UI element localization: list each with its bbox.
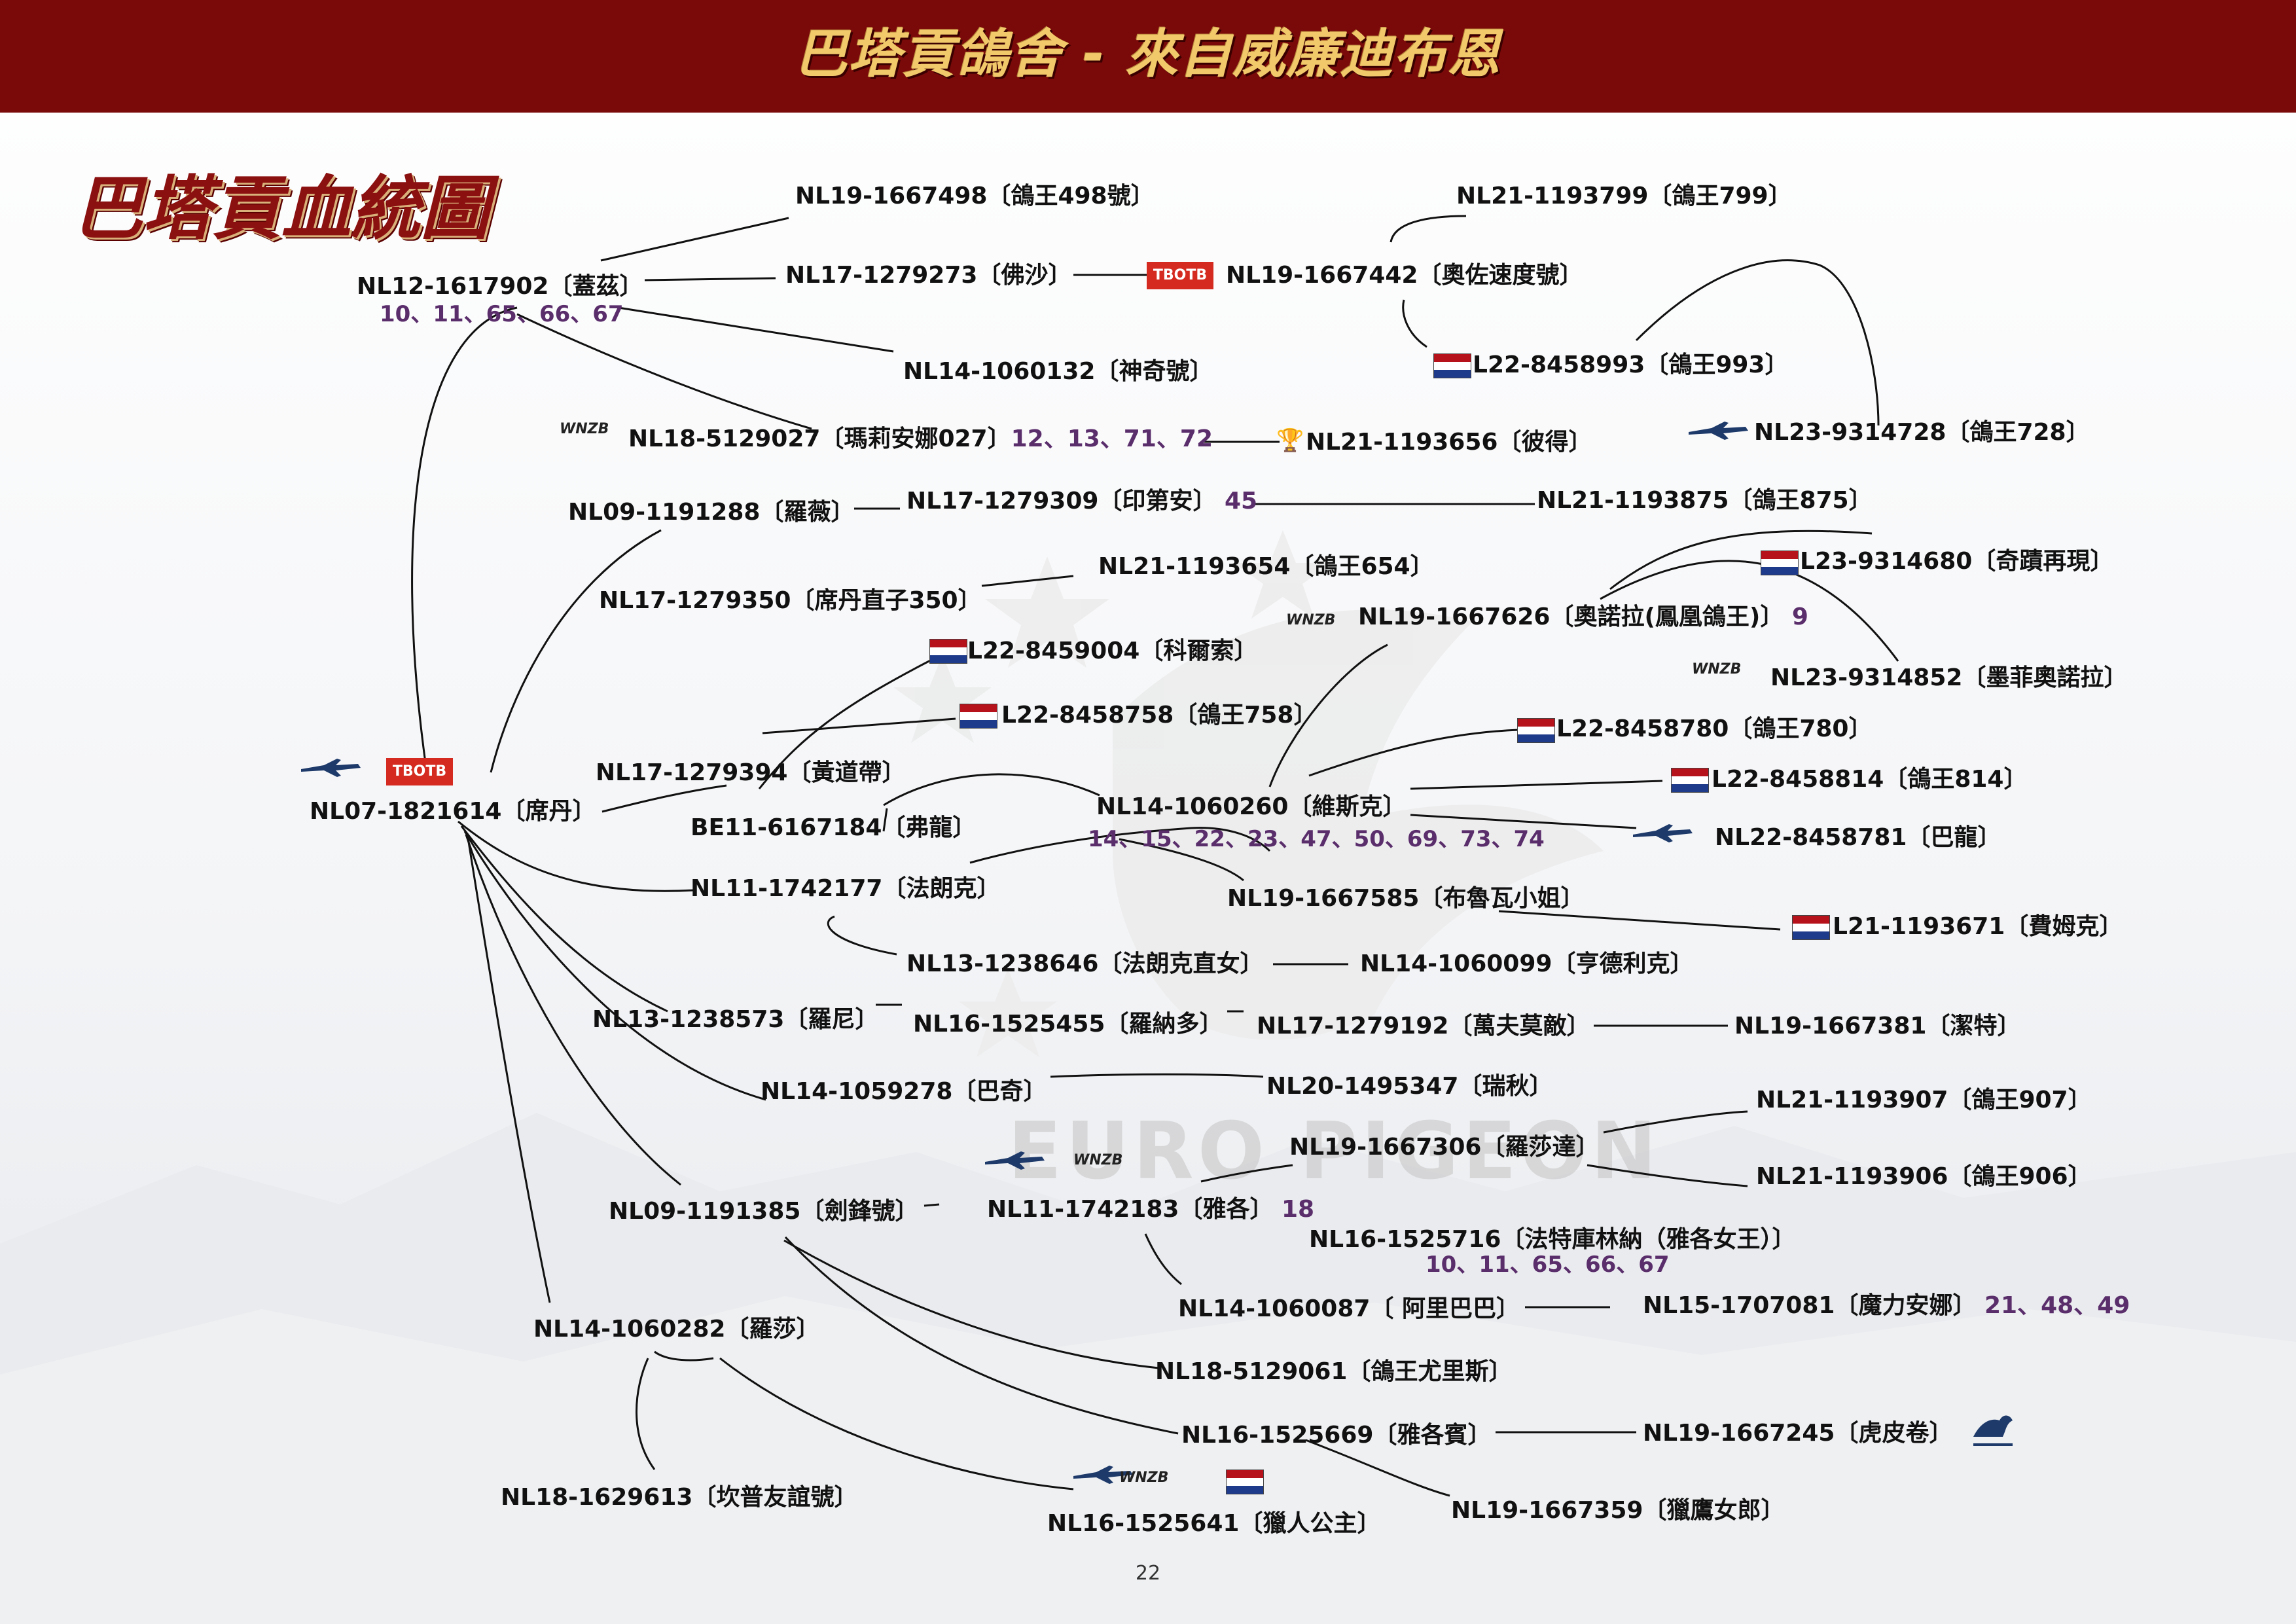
pedigree-node: L22-8458993〔鴿王993〕 xyxy=(1473,352,1789,378)
pedigree-node: NL21-1193875〔鴿王875〕 xyxy=(1537,487,1873,514)
header-title: 巴塔貢鴿舍 - 來自威廉迪布恩 xyxy=(795,24,1501,84)
pedigree-node: NL17-1279394〔黃道帶〕 xyxy=(596,759,906,786)
wnzb-badge: WNZB xyxy=(1119,1470,1169,1486)
pedigree-node: NL23-9314852〔墨菲奧諾拉〕 xyxy=(1770,664,2128,691)
pedigree-node: NL09-1191288〔羅薇〕 xyxy=(568,499,855,526)
flag-icon xyxy=(1433,353,1471,378)
pedigree-node: NL07-1821614〔席丹〕 xyxy=(310,798,596,825)
pedigree-node: NL14-1059278〔巴奇〕 xyxy=(761,1078,1047,1105)
pedigree-node: NL13-1238573〔羅尼〕 xyxy=(592,1006,879,1033)
offspring-refs: 14、15、22、23、47、50、69、73、74 xyxy=(1088,826,1545,852)
pedigree-node: L21-1193671〔費姆克〕 xyxy=(1833,913,2123,940)
pedigree-node: L23-9314680〔奇蹟再現〕 xyxy=(1800,548,2114,575)
pedigree-node: NL17-1279350〔席丹直子350〕 xyxy=(599,587,982,614)
pedigree-node: NL17-1279192〔萬夫莫敵〕 xyxy=(1257,1013,1590,1039)
offspring-refs: 12、13、71、72 xyxy=(1011,425,1213,452)
pedigree-node: NL12-1617902〔蓋茲〕 xyxy=(357,273,643,300)
eagle-watermark xyxy=(893,530,1604,1057)
flag-icon xyxy=(1761,550,1799,575)
pedigree-node: NL17-1279273〔佛沙〕 xyxy=(785,262,1072,289)
pedigree-node: L22-8458780〔鴿王780〕 xyxy=(1556,715,1873,742)
flag-icon xyxy=(929,639,967,664)
pedigree-node: NL16-1525455〔羅納多〕 xyxy=(913,1011,1223,1038)
pedigree-node: NL22-8458781〔巴龍〕 xyxy=(1715,824,2001,851)
page-number: 22 xyxy=(1135,1562,1161,1585)
offspring-refs: 9 xyxy=(1791,604,1808,630)
wnzb-badge: WNZB xyxy=(1692,661,1742,677)
tbotb-badge: TBOTB xyxy=(386,758,453,785)
pedigree-node: NL21-1193656〔彼得〕 xyxy=(1306,429,1592,456)
pedigree-node: NL16-1525669〔雅各賓〕 xyxy=(1181,1422,1492,1449)
airplane-icon xyxy=(985,1151,1045,1170)
offspring-refs: 18 xyxy=(1282,1196,1315,1223)
wnzb-badge: WNZB xyxy=(1286,612,1336,628)
offspring-refs: 10、11、65、66、67 xyxy=(380,301,624,327)
pedigree-node: NL19-1667585〔布魯瓦小姐〕 xyxy=(1227,885,1585,912)
pedigree-node: NL14-1060260〔維斯克〕 xyxy=(1096,793,1407,820)
pedigree-node: NL19-1667359〔獵鷹女郎〕 xyxy=(1451,1497,1785,1524)
airplane-icon xyxy=(301,759,361,777)
pedigree-node: NL13-1238646〔法朗克直女〕 xyxy=(906,950,1264,977)
wnzb-badge: WNZB xyxy=(560,421,609,437)
offspring-refs: 45 xyxy=(1225,488,1258,514)
pedigree-node: NL15-1707081〔魔力安娜〕 21、48、49 xyxy=(1643,1292,2130,1319)
pedigree-node: NL18-5129027〔瑪莉安娜027〕12、13、71、72 xyxy=(628,425,1213,452)
pedigree-node: L22-8459004〔科爾索〕 xyxy=(967,638,1258,664)
pedigree-node: NL20-1495347〔瑞秋〕 xyxy=(1266,1073,1553,1100)
airplane-icon xyxy=(1073,1466,1133,1484)
flag-icon xyxy=(1517,718,1555,743)
pedigree-node: NL17-1279309〔印第安〕 45 xyxy=(906,488,1258,514)
pedigree-node: NL11-1742177〔法朗克〕 xyxy=(691,875,1001,902)
pedigree-node: NL19-1667442〔奧佐速度號〕 xyxy=(1226,262,1583,289)
pedigree-node: NL21-1193906〔鴿王906〕 xyxy=(1756,1163,2092,1190)
airplane-icon xyxy=(1633,824,1693,842)
pedigree-node: NL09-1191385〔劍鋒號〕 xyxy=(609,1198,919,1225)
page-title: 巴塔貢血統圖 xyxy=(73,168,490,249)
pedigree-node: NL14-1060282〔羅莎〕 xyxy=(533,1316,820,1343)
trophy-icon: 🏆 xyxy=(1276,427,1304,454)
pedigree-node: NL14-1060087〔 阿里巴巴〕 xyxy=(1178,1295,1520,1322)
flag-icon xyxy=(1226,1470,1264,1494)
flag-icon xyxy=(1792,915,1830,940)
pedigree-node: NL18-1629613〔坎普友誼號〕 xyxy=(501,1484,858,1511)
euro-pigeon-watermark: EURO PIGEON xyxy=(1008,1106,1661,1197)
pedigree-node: L22-8458758〔鴿王758〕 xyxy=(1001,702,1318,729)
pedigree-node: NL16-1525716〔法特庫林納（雅各女王）〕 xyxy=(1309,1226,1796,1253)
wnzb-badge: WNZB xyxy=(1073,1152,1123,1168)
pedigree-node: NL14-1060132〔神奇號〕 xyxy=(903,358,1213,385)
pedigree-node: NL21-1193799〔鴿王799〕 xyxy=(1456,183,1792,209)
pedigree-node: NL19-1667381〔潔特〕 xyxy=(1734,1013,2021,1039)
airplane-icon xyxy=(1689,422,1748,440)
offspring-refs: 21、48、49 xyxy=(1984,1292,2130,1319)
pedigree-node: NL14-1060099〔亨德利克〕 xyxy=(1360,950,1694,977)
pigeon-logo-icon xyxy=(1973,1415,2013,1446)
pedigree-node: NL21-1193907〔鴿王907〕 xyxy=(1756,1087,2092,1113)
pedigree-node: NL19-1667498〔鴿王498號〕 xyxy=(795,183,1155,209)
pedigree-node: NL19-1667626〔奧諾拉(鳳凰鴿王)〕 9 xyxy=(1358,604,1808,630)
flag-icon xyxy=(1671,768,1709,793)
pedigree-node: NL21-1193654〔鴿王654〕 xyxy=(1098,553,1434,580)
pedigree-node: L22-8458814〔鴿王814〕 xyxy=(1712,766,2028,793)
pedigree-node: NL16-1525641〔獵人公主〕 xyxy=(1047,1510,1381,1537)
pedigree-node: NL23-9314728〔鴿王728〕 xyxy=(1754,419,2090,446)
tbotb-badge: TBOTB xyxy=(1147,262,1213,289)
flag-icon xyxy=(960,704,997,729)
pedigree-node: BE11-6167184〔弗龍〕 xyxy=(691,814,977,841)
pedigree-node: NL19-1667245〔虎皮卷〕 xyxy=(1643,1420,1953,1447)
offspring-refs: 10、11、65、66、67 xyxy=(1426,1252,1670,1278)
pedigree-node: NL11-1742183〔雅各〕 18 xyxy=(987,1196,1315,1223)
pedigree-node: NL19-1667306〔羅莎達〕 xyxy=(1289,1134,1600,1161)
header-bar xyxy=(0,0,2296,113)
pedigree-node: NL18-5129061〔鴿王尤里斯〕 xyxy=(1155,1358,1513,1385)
